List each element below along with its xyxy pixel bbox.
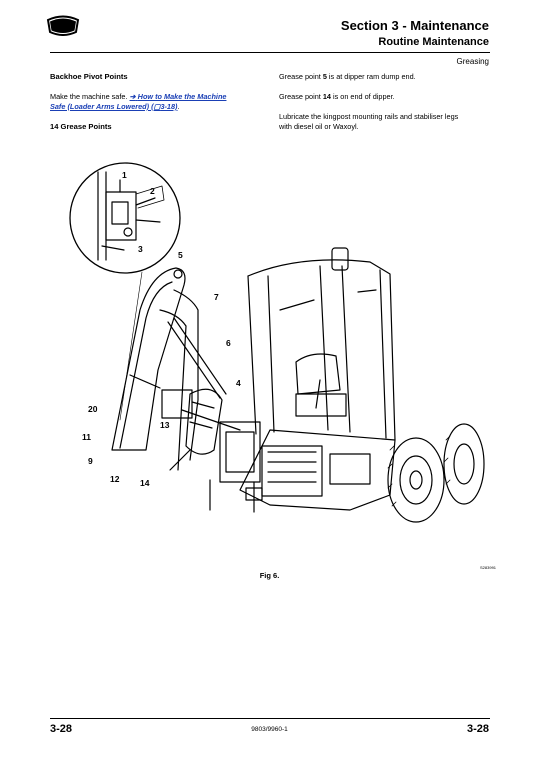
grease-point-5-text: Grease point 5 is at dipper ram dump end… xyxy=(279,72,494,82)
footer-rule xyxy=(50,718,490,719)
tractor-cab xyxy=(247,247,396,441)
callout-7: 7 xyxy=(214,292,219,302)
lubricate-text: Lubricate the kingpost mounting rails an… xyxy=(279,112,494,132)
section-subtitle: Routine Maintenance xyxy=(378,36,489,48)
right-column: Grease point 5 is at dipper ram dump end… xyxy=(279,72,494,132)
operator-seat xyxy=(295,353,347,417)
callout-11: 11 xyxy=(82,432,91,442)
gp5-post: is at dipper ram dump end. xyxy=(326,72,416,81)
backhoe-dipper xyxy=(159,289,241,471)
kingpost xyxy=(209,421,263,513)
make-safe-link-line2: Safe (Loader Arms Lowered) ( xyxy=(50,102,154,111)
page-ref-icon: ▢ xyxy=(153,102,161,111)
callout-1: 1 xyxy=(122,170,127,180)
backhoe-boom xyxy=(111,267,186,451)
callout-13: 13 xyxy=(160,420,170,430)
detail-inset xyxy=(69,162,181,274)
figure-code: S283991 xyxy=(480,565,497,570)
grease-points-subheading: 14 Grease Points xyxy=(50,122,112,131)
callout-3: 3 xyxy=(138,244,143,254)
backhoe-bucket xyxy=(185,388,223,455)
callout-2: 2 xyxy=(150,186,155,196)
gp5-num: 5 xyxy=(322,72,327,81)
make-safe-link-page: 3-18) xyxy=(160,102,178,111)
gp14-pre: Grease point xyxy=(279,92,323,101)
callout-4: 4 xyxy=(236,378,241,388)
tractor-chassis xyxy=(239,429,396,511)
make-safe-paragraph: Make the machine safe. ➔ How to Make the… xyxy=(50,92,265,112)
gp5-pre: Grease point xyxy=(279,72,323,81)
callout-12: 12 xyxy=(110,474,120,484)
gp14-num: 14 xyxy=(322,92,331,101)
document-reference: 9803/9960-1 xyxy=(251,726,288,733)
page-number-right: 3-28 xyxy=(466,723,489,735)
make-safe-text: Make the machine safe. xyxy=(50,92,128,101)
backhoe-illustration xyxy=(69,162,485,523)
callout-5: 5 xyxy=(178,250,183,260)
lubricate-line2: with diesel oil or Waxoyl. xyxy=(279,122,359,131)
figure-caption: Fig 6. xyxy=(259,571,280,580)
grease-point-14-text: Grease point 14 is on end of dipper. xyxy=(279,92,494,102)
pivot-points-heading: Backhoe Pivot Points xyxy=(50,72,128,81)
lubricate-line1: Lubricate the kingpost mounting rails an… xyxy=(279,112,459,121)
page-number-left: 3-28 xyxy=(50,723,73,735)
make-safe-suffix: . xyxy=(177,102,180,111)
section-title: Section 3 - Maintenance xyxy=(340,18,489,33)
front-wheel xyxy=(443,423,485,505)
section-topic: Greasing xyxy=(456,57,489,66)
link-arrow-icon: ➔ xyxy=(129,92,136,101)
callout-9: 9 xyxy=(88,456,93,466)
jcb-logo xyxy=(46,15,80,36)
callout-20: 20 xyxy=(88,404,98,414)
left-column: Backhoe Pivot Points Make the machine sa… xyxy=(50,72,265,132)
header-rule xyxy=(50,52,490,53)
callout-14: 14 xyxy=(140,478,150,488)
callout-6: 6 xyxy=(226,338,231,348)
rear-wheel xyxy=(387,437,445,523)
make-safe-link-line1: How to Make the Machine xyxy=(137,92,227,101)
gp14-post: is on end of dipper. xyxy=(330,92,395,101)
